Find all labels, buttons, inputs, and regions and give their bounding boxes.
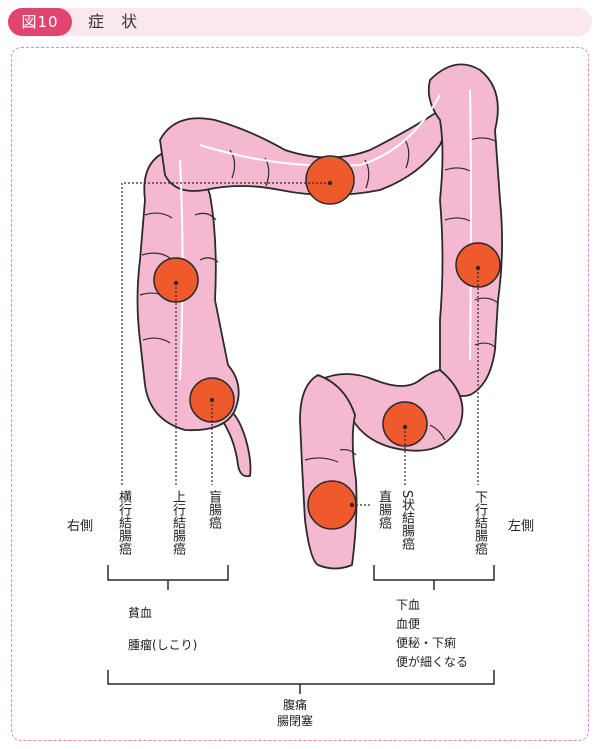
symptom-left-3: 便秘・下痢: [396, 636, 457, 650]
figure-badge: 図10: [8, 8, 72, 36]
symptom-right-1: 貧血: [128, 606, 153, 620]
label-right-side: 右側: [67, 519, 94, 534]
brackets: [107, 565, 495, 694]
label-rectum: 直腸癌: [376, 490, 391, 529]
appendix: [221, 411, 252, 478]
label-ascending: 上行結腸癌: [170, 490, 185, 555]
symptom-left-4: 便が細くなる: [396, 655, 469, 669]
symptom-common-2: 腸閉塞: [276, 714, 313, 728]
label-descending: 下行結腸癌: [472, 490, 487, 555]
leader-lines: [121, 182, 479, 506]
label-sigmoid: S状結腸癌: [399, 490, 414, 551]
transverse-colon: [159, 109, 446, 196]
figure-title: 症 状: [88, 12, 144, 31]
figure-header: 図10 症 状: [8, 8, 592, 36]
symptom-left-2: 血便: [396, 617, 421, 631]
rectum: [299, 374, 358, 570]
haustra: [139, 137, 499, 463]
tumor-rectum: [307, 480, 357, 530]
tumor-transverse: [305, 155, 355, 205]
symptom-left-1: 下血: [396, 598, 421, 612]
label-cecum: 盲腸癌: [206, 490, 221, 529]
symptom-common-1: 腹痛: [282, 698, 307, 712]
descending-colon: [427, 63, 503, 397]
label-transverse: 横行結腸癌: [116, 490, 131, 555]
tumor-descending: [455, 242, 501, 288]
tumor-ascending: [153, 257, 199, 303]
figure-frame: [11, 47, 589, 741]
tumor-sigmoid: [382, 401, 428, 447]
symptom-right-2: 腫瘤(しこり): [128, 638, 198, 652]
label-left-side: 左側: [508, 519, 535, 534]
